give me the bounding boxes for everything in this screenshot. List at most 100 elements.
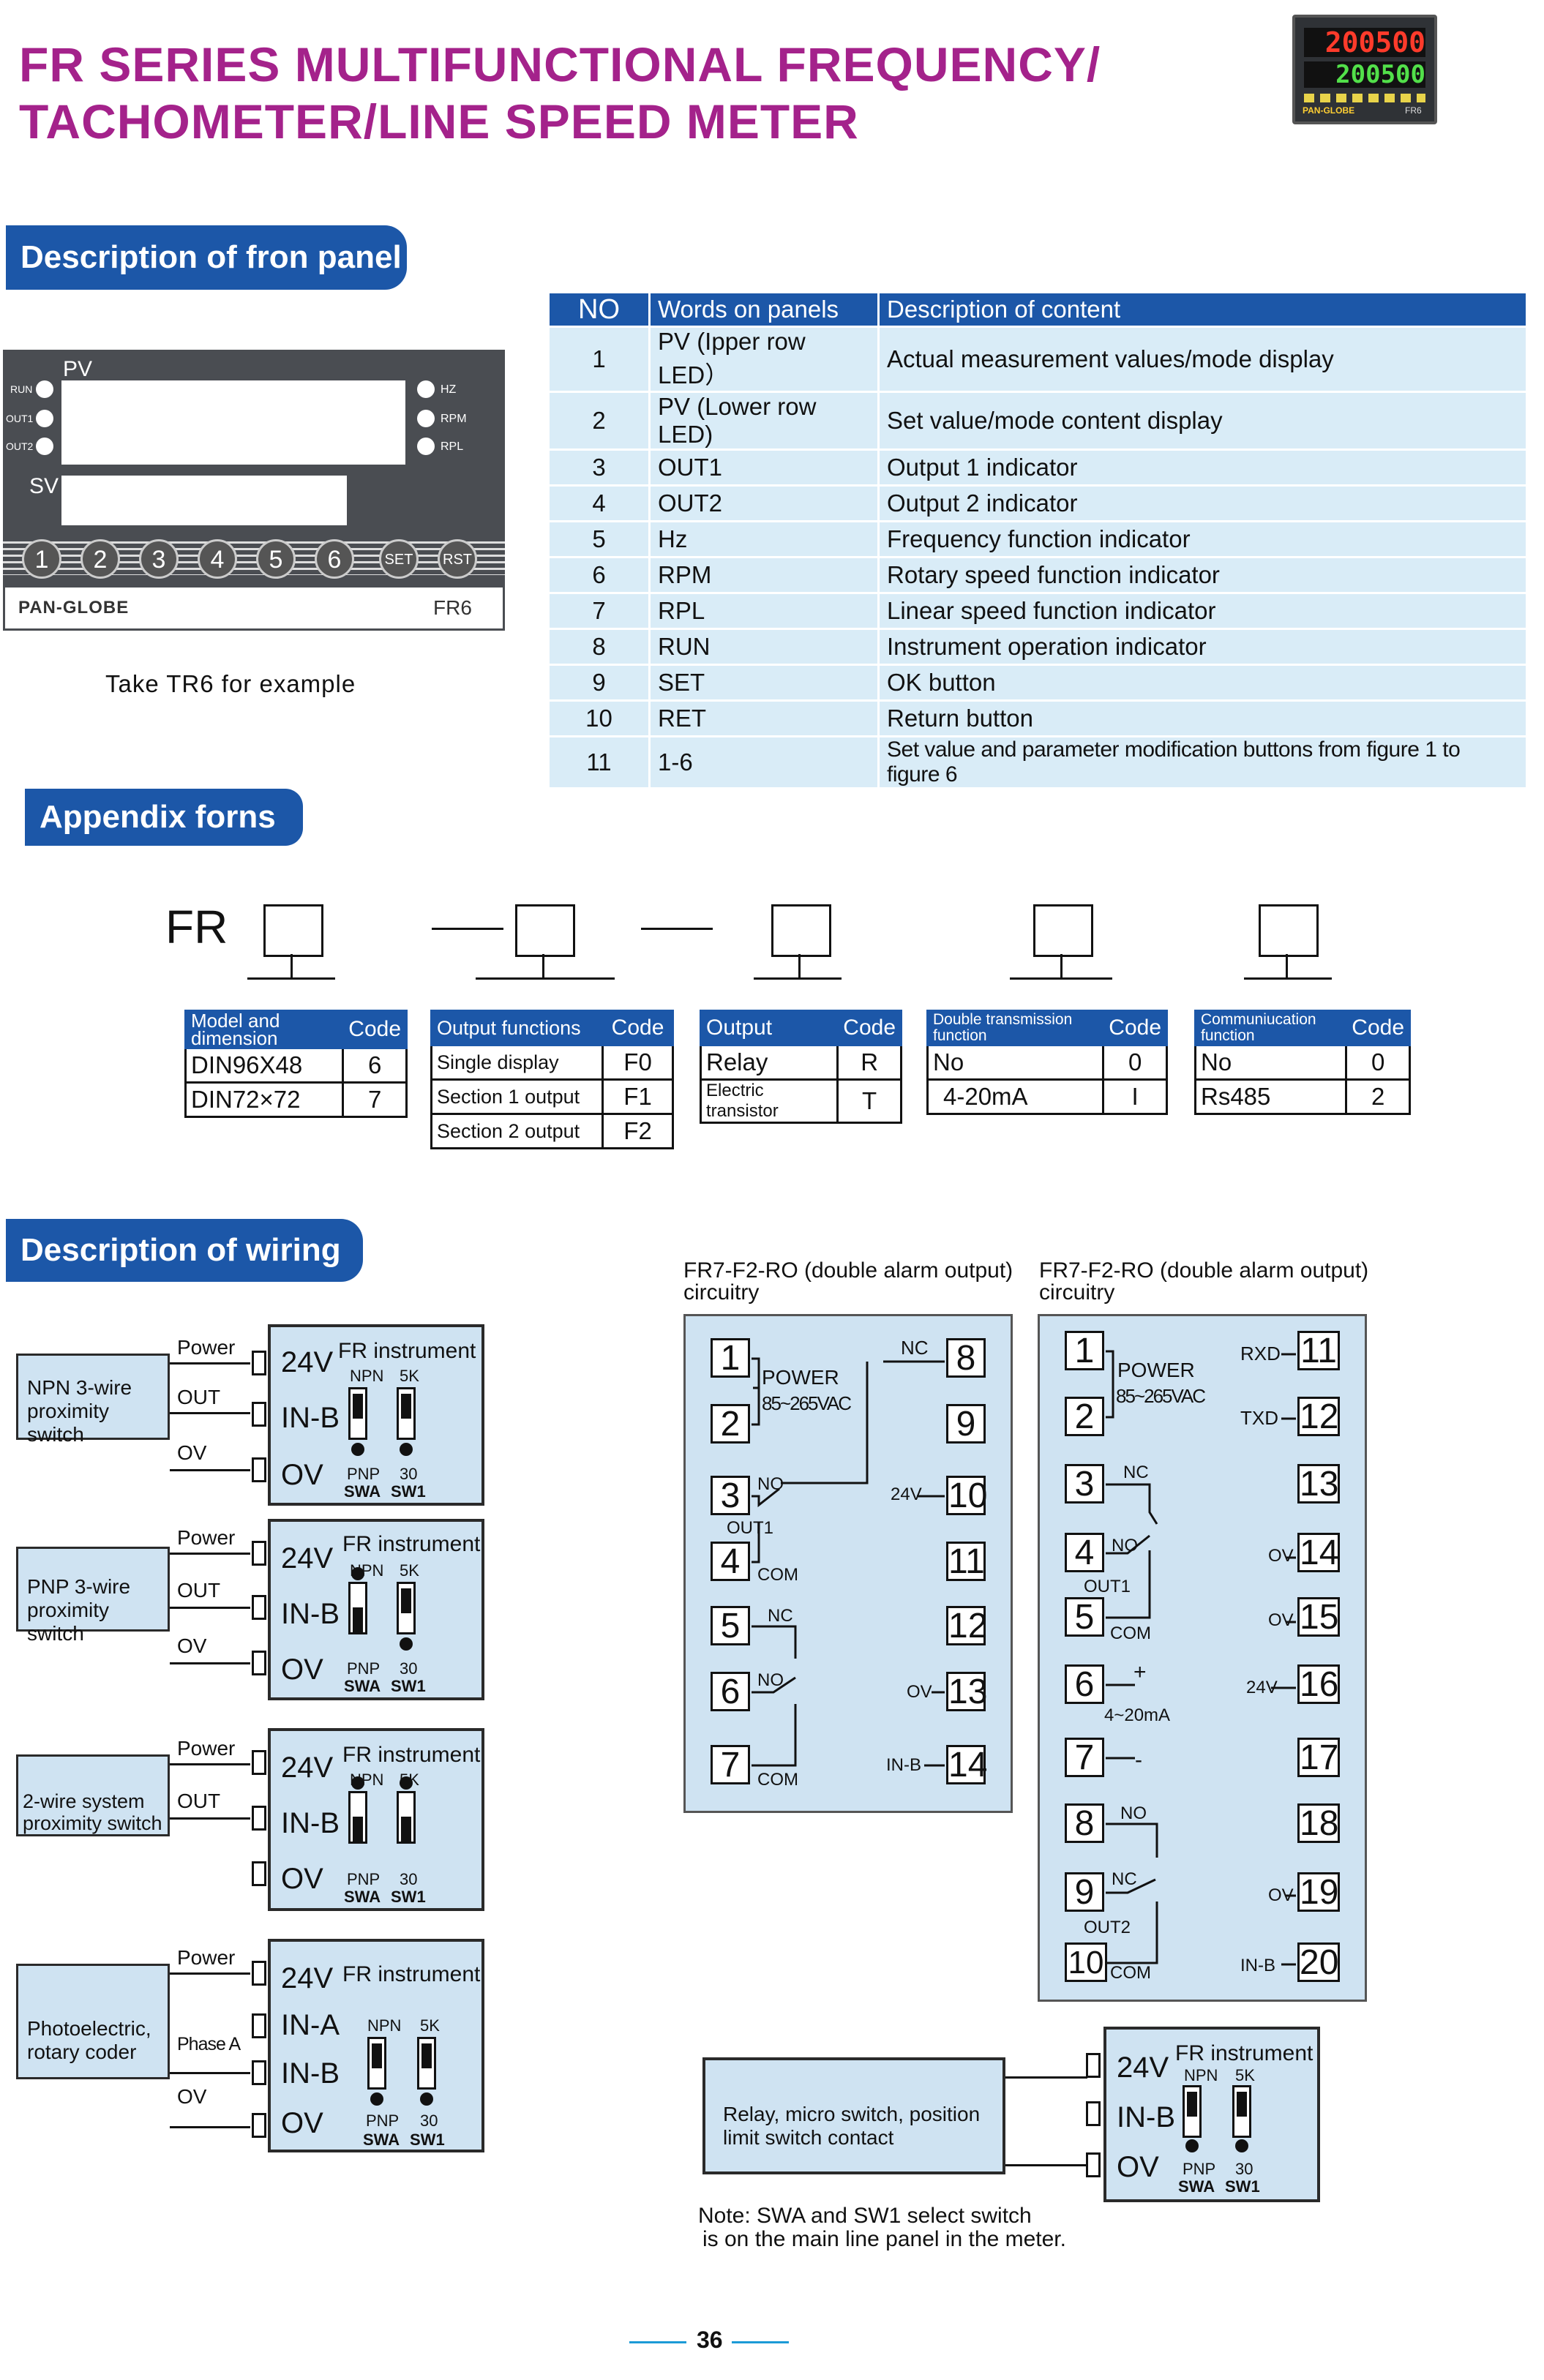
label-minus: - [1135,1748,1142,1772]
code-value: F0 [602,1044,674,1081]
label-plus: + [1133,1660,1147,1684]
instrument-label: FR instrument [338,1339,476,1363]
code-box-output-function [515,904,575,957]
switch-30-label: 30 [1235,2160,1253,2178]
switch-sw1-label: SW1 [410,2131,445,2149]
header-cell: Code [1102,1010,1168,1046]
switch-pnp-label: PNP [347,1659,381,1678]
relay-switch-box: Relay, micro switch, position limit swit… [702,2057,1005,2174]
note-line1: Note: SWA and SW1 select switch [698,2204,1032,2228]
cell-no: 7 [547,592,651,630]
switch-5k-label: 5K [400,1561,419,1580]
wire-label: OV [177,1634,207,1657]
cell-no: 1 [547,326,651,393]
terminal-2: 2 [1065,1397,1104,1436]
terminal-15: 15 [1297,1597,1340,1637]
indicator-out1-label: OUT1 [6,413,34,424]
terminal-5: 5 [711,1606,750,1645]
label-com: COM [757,1565,798,1585]
switch-swa-label: SWA [363,2131,400,2149]
terminal-label: OV [281,2107,323,2139]
header-cell: Code [1345,1010,1411,1046]
page-number: 36 [697,2327,723,2353]
panel-button-2[interactable]: 2 [80,539,120,579]
header-no: NO [547,291,651,328]
page-title-line1: FR SERIES MULTIFUNCTIONAL FREQUENCY/ [19,37,1101,91]
label-nc: NC [1123,1463,1149,1482]
section-appendix: Appendix forns [25,789,303,846]
code-value: T [836,1078,902,1124]
terminal-10: 10 [1065,1942,1107,1982]
front-panel-drawing: PV SV RUN OUT1 OUT2 HZ RPM RPL PAN-GLOBE… [3,350,505,631]
diagram2-title: FR7-F2-RO (double alarm output) circuitr… [1039,1258,1369,1305]
panel-button-5[interactable]: 5 [256,539,296,579]
panel-button-3[interactable]: 3 [139,539,179,579]
terminal-label: 24V [281,1542,334,1574]
label-nc: NC [1112,1869,1137,1889]
cell-no: 10 [547,699,651,737]
sensor-name: 2-wire system proximity switch [23,1790,162,1834]
cell-desc: OK button [877,664,1528,702]
terminal-label: OV [281,1653,323,1686]
panel-button-6[interactable]: 6 [315,539,354,579]
code-value: 0 [1345,1044,1411,1081]
terminal-label: 24V [281,1962,334,1994]
label-inb: IN-B [886,1755,921,1775]
terminal-label: 24V [281,1346,334,1378]
indicator-out2-led [36,438,53,455]
panel-brand: PAN-GLOBE [18,598,130,617]
panel-footer: PAN-GLOBE FR6 [3,585,505,631]
wire-label: Power [177,1526,236,1549]
cell-desc: Return button [877,699,1528,737]
instrument-pnp: 24V IN-B OV FR instrument NPN 5K PNP 30 … [268,1519,484,1700]
terminal-8: 8 [1065,1803,1104,1843]
terminal-14: 14 [1297,1533,1340,1572]
terminal-label: IN-B [281,1807,340,1839]
wire-label: OV [177,1441,207,1464]
cell-word: RET [648,699,880,737]
panel-button-rst[interactable]: RST [438,539,477,579]
instrument-label: FR instrument [342,1743,481,1767]
terminal-label: OV [281,1459,323,1491]
code-value: 0 [1102,1044,1168,1081]
sensor-pnp: PNP 3-wire proximity switch [16,1547,170,1645]
page-title-line2: TACHOMETER/LINE SPEED METER [19,94,859,149]
panel-caption: Take TR6 for example [105,670,356,697]
cell-word: OUT1 [648,448,880,487]
wire-label: OUT [177,1386,221,1408]
cell-no: 9 [547,664,651,702]
panel-button-1[interactable]: 1 [22,539,61,579]
switch-sw1-label: SW1 [1225,2177,1260,2196]
section-wiring: Description of wiring [6,1219,363,1282]
label-no: NO [1120,1803,1147,1823]
panel-button-strip [3,541,505,575]
terminal-1: 1 [1065,1331,1104,1370]
terminal-4: 4 [1065,1533,1104,1572]
switch-swa-label: SWA [344,1888,381,1906]
label-ov: OV [907,1682,932,1702]
diagram1-terminal-board: 1 2 3 4 5 6 7 8 9 10 11 12 13 14 POWER 8… [683,1314,1013,1813]
diagram2-wires [1106,1350,1296,1966]
terminal-1: 1 [711,1338,750,1378]
sensor-npn: NPN 3-wire proximity switch [16,1354,170,1446]
sensor-name: Photoelectric, rotary coder [27,2017,151,2063]
code-label: 4-20mA [926,1078,1105,1115]
switch-sw1-label: SW1 [391,1888,426,1906]
switch-pnp-label: PNP [366,2111,400,2130]
indicator-out1-led [36,410,53,427]
cell-desc: Output 1 indicator [877,448,1528,487]
sensor-2wire: 2-wire system proximity switch [16,1754,170,1836]
switch-sw1-label: SW1 [391,1482,426,1501]
switch-pnp-label: PNP [347,1870,381,1888]
terminal-label: IN-B [281,1598,340,1630]
panel-button-4[interactable]: 4 [198,539,237,579]
panel-button-set[interactable]: SET [379,539,419,579]
switch-5k-label: 5K [1235,2066,1255,2084]
cell-no: 4 [547,484,651,522]
terminal-20: 20 [1297,1942,1340,1982]
terminal-12: 12 [946,1606,987,1645]
